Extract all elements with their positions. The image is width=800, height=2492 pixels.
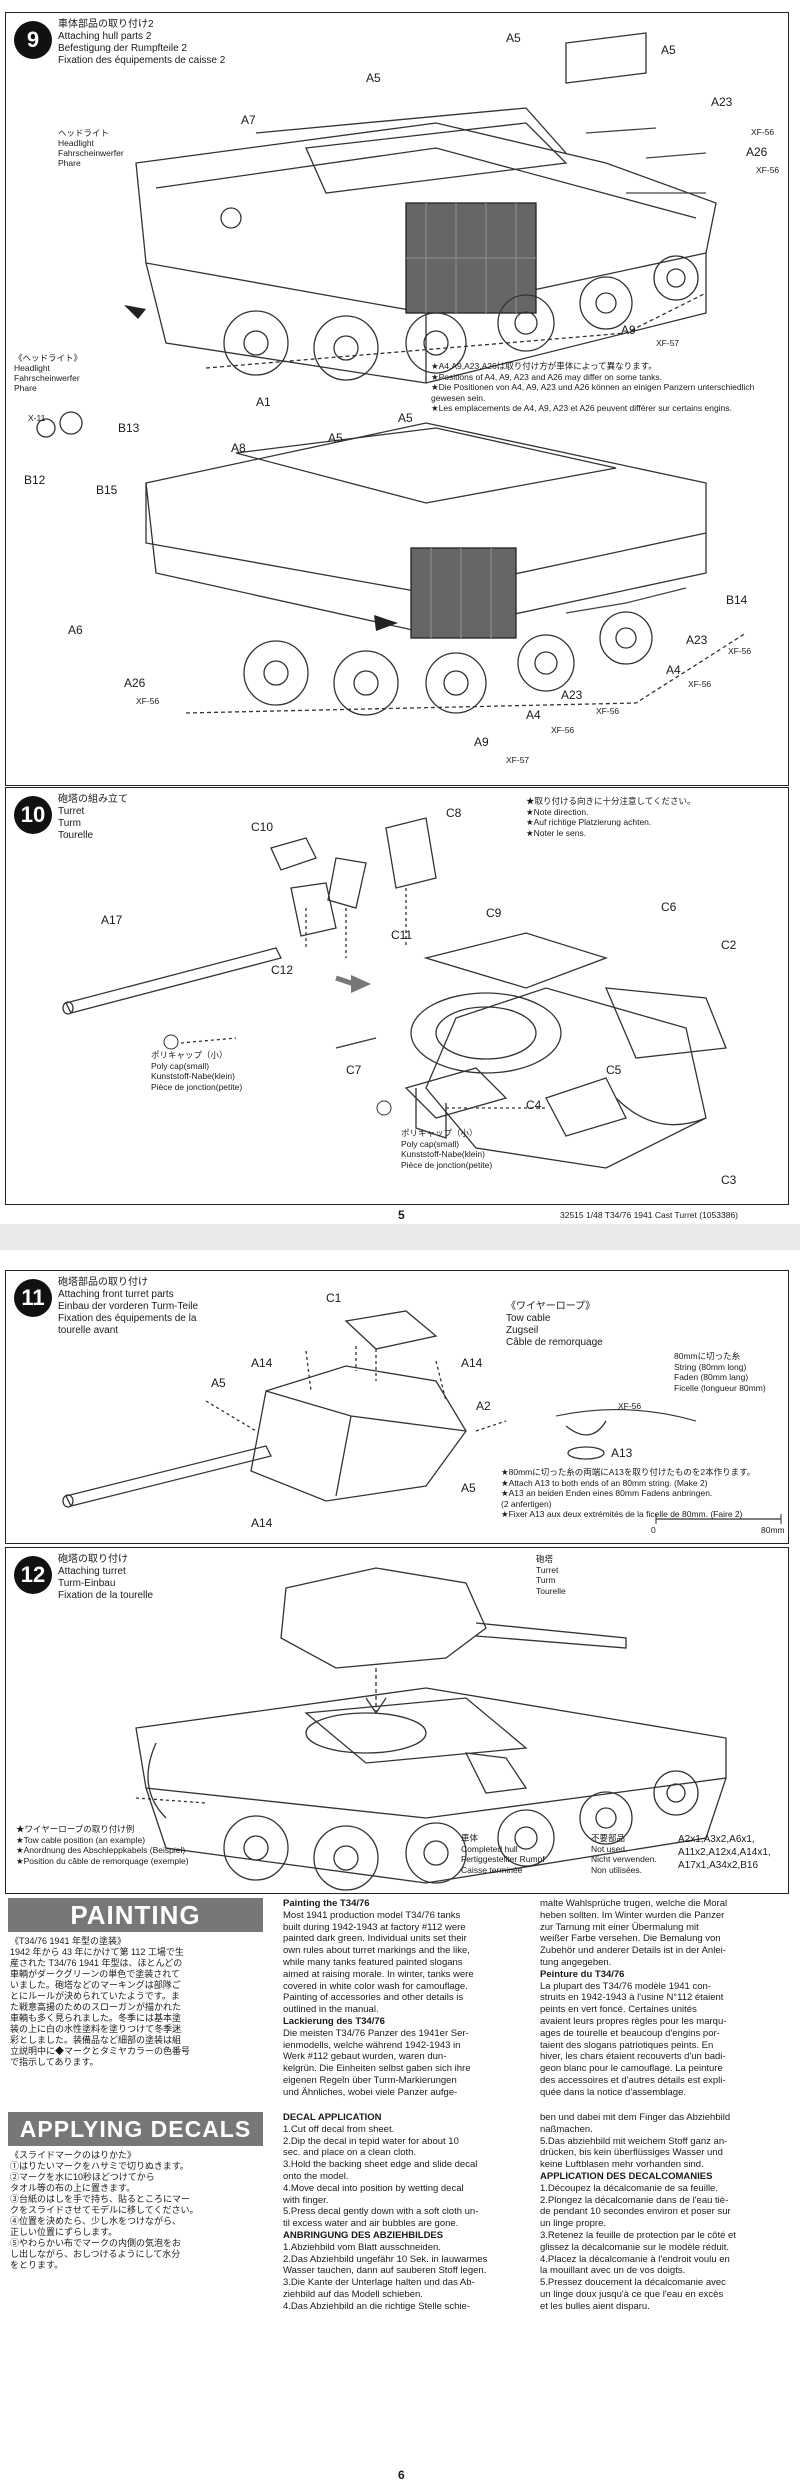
- part-c12: C12: [271, 963, 294, 977]
- part-b15: B15: [96, 483, 118, 497]
- decals-english-german-text: DECAL APPLICATION 1.Cut off decal from s…: [283, 2112, 488, 2312]
- string-length-callout: 80mmに切った糸 String (80mm long) Faden (80mm…: [674, 1351, 766, 1393]
- step-title: 車体部品の取り付け2 Attaching hull parts 2 Befest…: [58, 19, 226, 66]
- part-a5: A5: [661, 43, 676, 57]
- part-a23: A23: [561, 688, 583, 702]
- paint-xf57: XF-57: [656, 338, 680, 348]
- part-a23: A23: [686, 633, 708, 647]
- part-a2: A2: [476, 1399, 491, 1413]
- part-a4: A4: [666, 663, 681, 677]
- direction-note: ★取り付ける向きに十分注意してください。 ★Note direction. ★A…: [526, 796, 696, 838]
- decals-japanese-text: 《スライドマークのはりかた》 ①はりたいマークをハサミで切りぬきます。 ②マーク…: [10, 2150, 199, 2270]
- paint-xf56: XF-56: [688, 679, 712, 689]
- part-a5: A5: [328, 431, 343, 445]
- part-c7: C7: [346, 1063, 362, 1077]
- part-c9: C9: [486, 906, 502, 920]
- step-12-panel: 12 砲塔の取り付け Attaching turret Turm-Einbau …: [5, 1547, 789, 1894]
- paint-xf56: XF-56: [551, 725, 575, 735]
- step-9-panel: 9 車体部品の取り付け2 Attaching hull parts 2 Befe…: [5, 12, 789, 786]
- headlight-detail-callout: 《ヘッドライト》 Headlight Fahrscheinwerfer Phar…: [14, 353, 83, 393]
- part-b12: B12: [24, 473, 46, 487]
- part-a17: A17: [101, 913, 123, 927]
- part-c3: C3: [721, 1173, 737, 1187]
- painting-japanese-text: 《T34/76 1941 年型の塗装》 1942 年から 43 年にかけて第 1…: [10, 1936, 191, 2067]
- part-c4: C4: [526, 1098, 542, 1112]
- part-a26: A26: [124, 676, 146, 690]
- paint-x11: X-11: [28, 413, 46, 423]
- completed-hull-callout: 車体 Completed hull Fertiggestellter Rumpf…: [461, 1833, 545, 1875]
- painting-banner: PAINTING: [8, 1898, 263, 1932]
- paint-xf56: XF-56: [751, 127, 775, 137]
- instruction-page-5: 9 車体部品の取り付け2 Attaching hull parts 2 Befe…: [0, 0, 800, 1235]
- part-a5: A5: [461, 1481, 476, 1495]
- paint-xf56: XF-56: [618, 1401, 642, 1411]
- kit-footer: 32515 1/48 T34/76 1941 Cast Turret (1053…: [560, 1210, 738, 1220]
- step-title: 砲塔部品の取り付け Attaching front turret parts E…: [58, 1277, 199, 1336]
- polycap-small-label: ポリキャップ（小） Poly cap(small) Kunststoff-Nab…: [401, 1128, 493, 1170]
- part-a8: A8: [231, 441, 246, 455]
- unused-parts-label: 不要部品 Not used. Nicht verwenden. Non util…: [591, 1833, 657, 1875]
- turret-install-drawing: [135, 1567, 727, 1891]
- step-11-note: ★80mmに切った糸の両端にA13を取り付けたものを2本作ります。 ★Attac…: [501, 1467, 756, 1519]
- step-number-badge: 12: [14, 1556, 52, 1594]
- part-a23: A23: [711, 95, 733, 109]
- part-c1: C1: [326, 1291, 342, 1305]
- turret-callout: 砲塔 Turret Turm Tourelle: [536, 1554, 566, 1596]
- page-gutter: [0, 1224, 800, 1250]
- part-c10: C10: [251, 820, 274, 834]
- part-b14: B14: [726, 593, 748, 607]
- part-c5: C5: [606, 1063, 622, 1077]
- part-a5: A5: [506, 31, 521, 45]
- part-a1: A1: [256, 395, 271, 409]
- step-11-panel: 11 砲塔部品の取り付け Attaching front turret part…: [5, 1270, 789, 1544]
- paint-xf56: XF-56: [728, 646, 752, 656]
- step-number-badge: 11: [14, 1279, 52, 1317]
- step-title: 砲塔の組み立て Turret Turm Tourelle: [58, 794, 128, 841]
- painting-english-german-text: Painting the T34/76 Most 1941 production…: [283, 1898, 474, 2098]
- step-9-note: ★A4,A9,A23,A26は取り付け方が車体によって異なります。 ★Posit…: [431, 361, 755, 413]
- hull-assembly-drawing: [36, 32, 747, 716]
- instruction-page-6: 11 砲塔部品の取り付け Attaching front turret part…: [0, 1250, 800, 2492]
- part-a14: A14: [251, 1516, 273, 1530]
- part-c11: C11: [391, 928, 413, 942]
- part-b13: B13: [118, 421, 140, 435]
- paint-xf56: XF-56: [756, 165, 780, 175]
- step-number-badge: 9: [14, 21, 52, 59]
- part-a13: A13: [611, 1446, 633, 1460]
- turret-assembly-drawing: [62, 817, 727, 1169]
- part-a14: A14: [461, 1356, 483, 1370]
- unused-parts-list: A2x1,A3x2,A6x1, A11x2,A12x4,A14x1, A17x1…: [678, 1834, 771, 1871]
- paint-xf56: XF-56: [596, 706, 620, 716]
- headlight-callout: ヘッドライト Headlight Fahrscheinwerfer Phare: [58, 128, 124, 168]
- part-a9: A9: [474, 735, 489, 749]
- step-number-badge: 10: [14, 796, 52, 834]
- paint-xf57: XF-57: [506, 755, 530, 765]
- part-a6: A6: [68, 623, 83, 637]
- step-title: 砲塔の取り付け Attaching turret Turm-Einbau Fix…: [58, 1554, 154, 1601]
- page-number: 6: [398, 2468, 405, 2482]
- polycap-small-label: ポリキャップ（小） Poly cap(small) Kunststoff-Nab…: [151, 1050, 243, 1092]
- step-10-panel: 10 砲塔の組み立て Turret Turm Tourelle: [5, 787, 789, 1205]
- paint-xf56: XF-56: [136, 696, 160, 706]
- tow-cable-position-note: ★ワイヤーロープの取り付け例 ★Tow cable position (an e…: [16, 1824, 189, 1866]
- painting-german-french-text: malte Wahlsprüche trugen, welche die Mor…: [540, 1898, 728, 2098]
- tow-cable-callout: 《ワイヤーロープ》 Tow cable Zugseil Câble de rem…: [506, 1301, 603, 1348]
- part-a7: A7: [241, 113, 256, 127]
- applying-decals-banner: APPLYING DECALS: [8, 2112, 263, 2146]
- part-a4: A4: [526, 708, 541, 722]
- scale-start: 0: [651, 1525, 656, 1535]
- scale-end: 80mm: [761, 1525, 785, 1535]
- part-a5: A5: [398, 411, 413, 425]
- part-a14: A14: [251, 1356, 273, 1370]
- part-c2: C2: [721, 938, 737, 952]
- part-a9: A9: [621, 323, 636, 337]
- page-number: 5: [398, 1208, 405, 1222]
- front-turret-drawing: [62, 1310, 782, 1524]
- part-a5: A5: [211, 1376, 226, 1390]
- part-c6: C6: [661, 900, 677, 914]
- part-a26: A26: [746, 145, 768, 159]
- part-c8: C8: [446, 806, 462, 820]
- part-a5: A5: [366, 71, 381, 85]
- decals-german-french-text: ben und dabei mit dem Finger das Abziehb…: [540, 2112, 736, 2312]
